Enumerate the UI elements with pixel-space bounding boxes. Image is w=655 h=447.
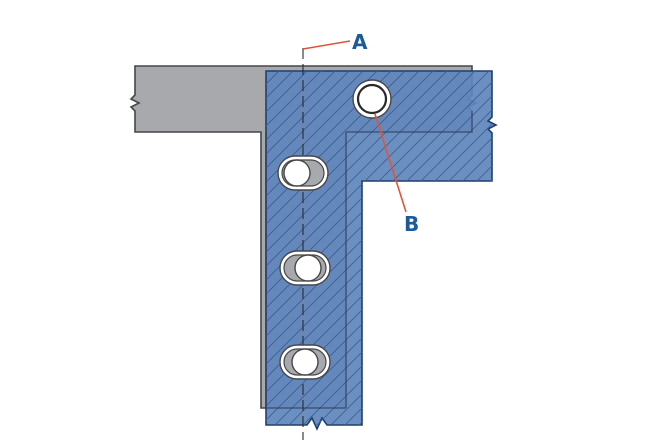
slotted-hole-middle <box>279 250 331 286</box>
leader-line-b <box>374 113 407 213</box>
leader-line-a <box>302 40 351 50</box>
gray-member-hidden-edge <box>265 111 473 409</box>
slotted-hole-top <box>277 155 329 191</box>
callout-label-a: A <box>352 30 368 54</box>
slotted-hole-bottom <box>279 344 331 380</box>
callout-label-b: B <box>404 212 419 236</box>
round-hole <box>352 79 392 119</box>
